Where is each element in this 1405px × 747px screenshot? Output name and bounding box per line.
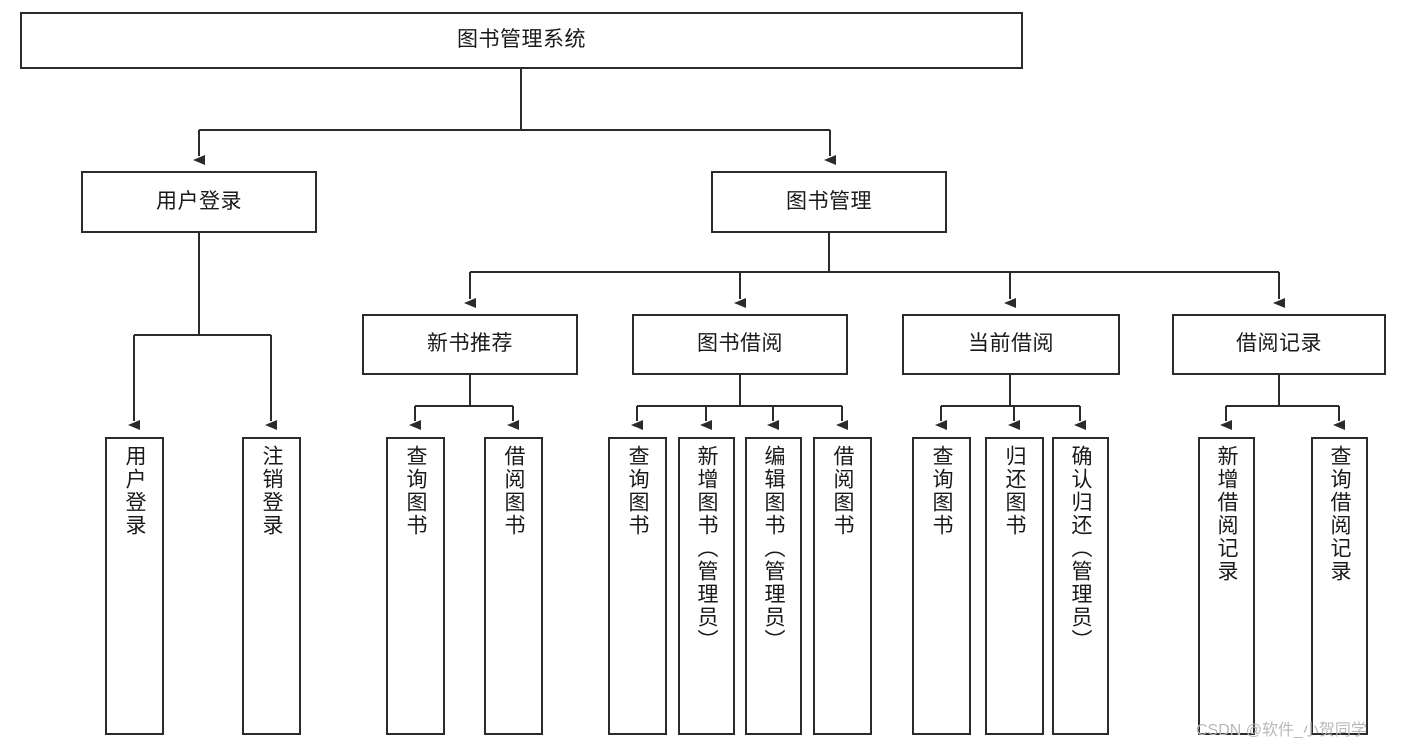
node-leaf-return-book[interactable]: 归还图书: [985, 437, 1044, 735]
node-leaf-edit-book-label: 编辑图书（管理员）: [762, 445, 785, 652]
node-leaf-add-book-label: 新增图书（管理员）: [695, 445, 718, 652]
node-current-borrow[interactable]: 当前借阅: [902, 314, 1120, 375]
node-user-login[interactable]: 用户登录: [81, 171, 317, 233]
node-book-borrow[interactable]: 图书借阅: [632, 314, 848, 375]
node-leaf-query-book-3[interactable]: 查询图书: [912, 437, 971, 735]
node-leaf-confirm-return[interactable]: 确认归还（管理员）: [1052, 437, 1109, 735]
node-user-login-label: 用户登录: [156, 189, 242, 213]
node-leaf-add-record[interactable]: 新增借阅记录: [1198, 437, 1255, 735]
node-current-borrow-label: 当前借阅: [968, 332, 1054, 356]
node-leaf-logout-label: 注销登录: [260, 445, 283, 537]
node-leaf-query-book-3-label: 查询图书: [930, 445, 953, 537]
node-new-book-recommend-label: 新书推荐: [427, 332, 513, 356]
node-leaf-borrow-book-2[interactable]: 借阅图书: [813, 437, 872, 735]
node-leaf-borrow-book-1-label: 借阅图书: [502, 445, 525, 537]
node-leaf-return-book-label: 归还图书: [1003, 445, 1026, 537]
node-leaf-query-record-label: 查询借阅记录: [1328, 445, 1351, 583]
csdn-watermark: CSDN @软件_小贺同学: [1196, 722, 1367, 739]
node-new-book-recommend[interactable]: 新书推荐: [362, 314, 578, 375]
node-root[interactable]: 图书管理系统: [20, 12, 1023, 69]
node-leaf-query-record[interactable]: 查询借阅记录: [1311, 437, 1368, 735]
node-borrow-record[interactable]: 借阅记录: [1172, 314, 1386, 375]
node-borrow-record-label: 借阅记录: [1236, 332, 1322, 356]
node-leaf-confirm-return-label: 确认归还（管理员）: [1069, 445, 1092, 652]
node-leaf-borrow-book-1[interactable]: 借阅图书: [484, 437, 543, 735]
node-leaf-query-book-1-label: 查询图书: [404, 445, 427, 537]
node-leaf-user-login[interactable]: 用户登录: [105, 437, 164, 735]
node-book-borrow-label: 图书借阅: [697, 332, 783, 356]
node-leaf-add-record-label: 新增借阅记录: [1215, 445, 1238, 583]
node-leaf-edit-book[interactable]: 编辑图书（管理员）: [745, 437, 802, 735]
node-leaf-logout[interactable]: 注销登录: [242, 437, 301, 735]
node-book-manage-label: 图书管理: [786, 189, 872, 213]
node-leaf-add-book[interactable]: 新增图书（管理员）: [678, 437, 735, 735]
node-leaf-borrow-book-2-label: 借阅图书: [831, 445, 854, 537]
node-book-manage[interactable]: 图书管理: [711, 171, 947, 233]
node-leaf-query-book-1[interactable]: 查询图书: [386, 437, 445, 735]
node-leaf-user-login-label: 用户登录: [123, 445, 146, 537]
node-leaf-query-book-2-label: 查询图书: [626, 445, 649, 537]
node-leaf-query-book-2[interactable]: 查询图书: [608, 437, 667, 735]
node-root-label: 图书管理系统: [457, 28, 586, 52]
